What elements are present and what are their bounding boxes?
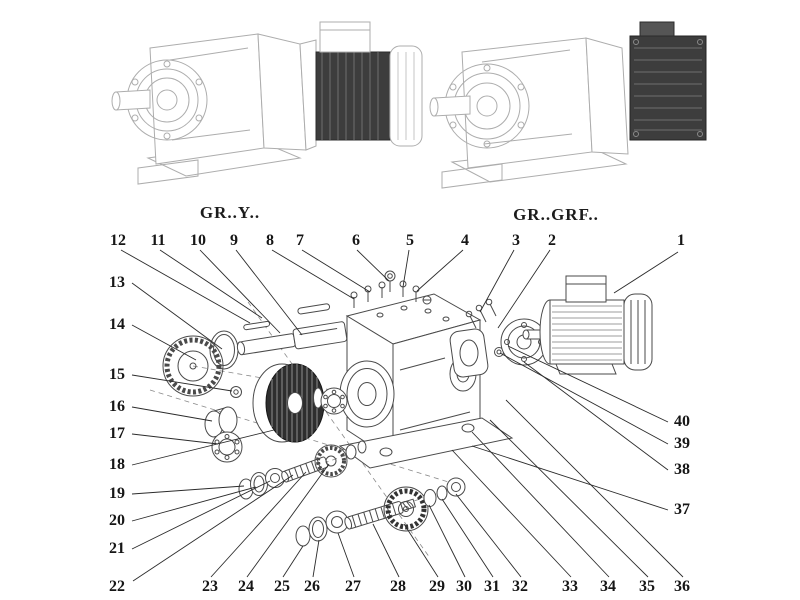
callout-32: 32: [512, 578, 528, 595]
part-screws-right: [465, 298, 497, 329]
callout-16: 16: [109, 398, 125, 415]
callout-13: 13: [109, 274, 125, 291]
motor-dark-body: [315, 51, 391, 141]
variant-label-gr-grf: GR..GRF..: [513, 205, 599, 224]
compact-dark-unit: [629, 21, 707, 141]
callout-23: 23: [202, 578, 218, 595]
callout-26: 26: [304, 578, 320, 595]
part-washers-mid: [238, 468, 285, 500]
callout-22: 22: [109, 578, 125, 595]
callout-1: 1: [677, 232, 685, 249]
callout-18: 18: [109, 456, 125, 473]
callout-20: 20: [109, 512, 125, 529]
exploded-view: [149, 270, 653, 559]
callout-17: 17: [109, 425, 125, 442]
callout-25: 25: [274, 578, 290, 595]
part-washers-right: [423, 477, 466, 507]
part-gasket: [449, 328, 489, 378]
callout-37: 37: [674, 501, 690, 518]
part-pinion-shaft: [344, 498, 417, 530]
callout-39: 39: [674, 435, 690, 452]
part-output-gear: [252, 363, 325, 443]
part-input-shaft: [236, 303, 348, 356]
callout-2: 2: [548, 232, 556, 249]
callout-31: 31: [484, 578, 500, 595]
callout-3: 3: [512, 232, 520, 249]
callout-40: 40: [674, 413, 690, 430]
part-ring-gear: [162, 335, 224, 397]
callout-36: 36: [674, 578, 690, 595]
part-washers-bottom: [295, 510, 349, 547]
callout-38: 38: [674, 461, 690, 478]
callout-numbers: 12 11 10 9 8 7 6 5 4 3 2 1 13 14 15 16 1…: [109, 232, 690, 595]
callout-27: 27: [345, 578, 361, 595]
callout-35: 35: [639, 578, 655, 595]
callout-21: 21: [109, 540, 125, 557]
callout-29: 29: [429, 578, 445, 595]
callout-14: 14: [109, 316, 125, 333]
part-oring: [209, 330, 239, 370]
callout-6: 6: [352, 232, 360, 249]
callout-34: 34: [600, 578, 616, 595]
callout-9: 9: [230, 232, 238, 249]
callout-19: 19: [109, 485, 125, 502]
leader-lines: [120, 249, 684, 582]
callout-33: 33: [562, 578, 578, 595]
callout-10: 10: [190, 232, 206, 249]
variant-label-gr-y: GR..Y..: [200, 203, 260, 222]
gearmotor-drawing-gr-y: [111, 21, 423, 185]
callout-24: 24: [238, 578, 254, 595]
callout-30: 30: [456, 578, 472, 595]
callout-15: 15: [109, 366, 125, 383]
part-bearing-mid: [313, 387, 348, 415]
part-housing: [338, 293, 514, 469]
part-bearing-left: [211, 431, 243, 463]
gearmotor-drawing-gr-grf: [429, 21, 707, 189]
part-top-bolts: [350, 270, 432, 308]
part-motor: [522, 275, 653, 375]
callout-4: 4: [461, 232, 469, 249]
callout-11: 11: [150, 232, 165, 249]
callout-7: 7: [296, 232, 304, 249]
callout-5: 5: [406, 232, 414, 249]
part-gear-small: [314, 440, 367, 478]
callout-28: 28: [390, 578, 406, 595]
part-plug: [230, 386, 242, 398]
callout-8: 8: [266, 232, 274, 249]
callout-12: 12: [110, 232, 126, 249]
